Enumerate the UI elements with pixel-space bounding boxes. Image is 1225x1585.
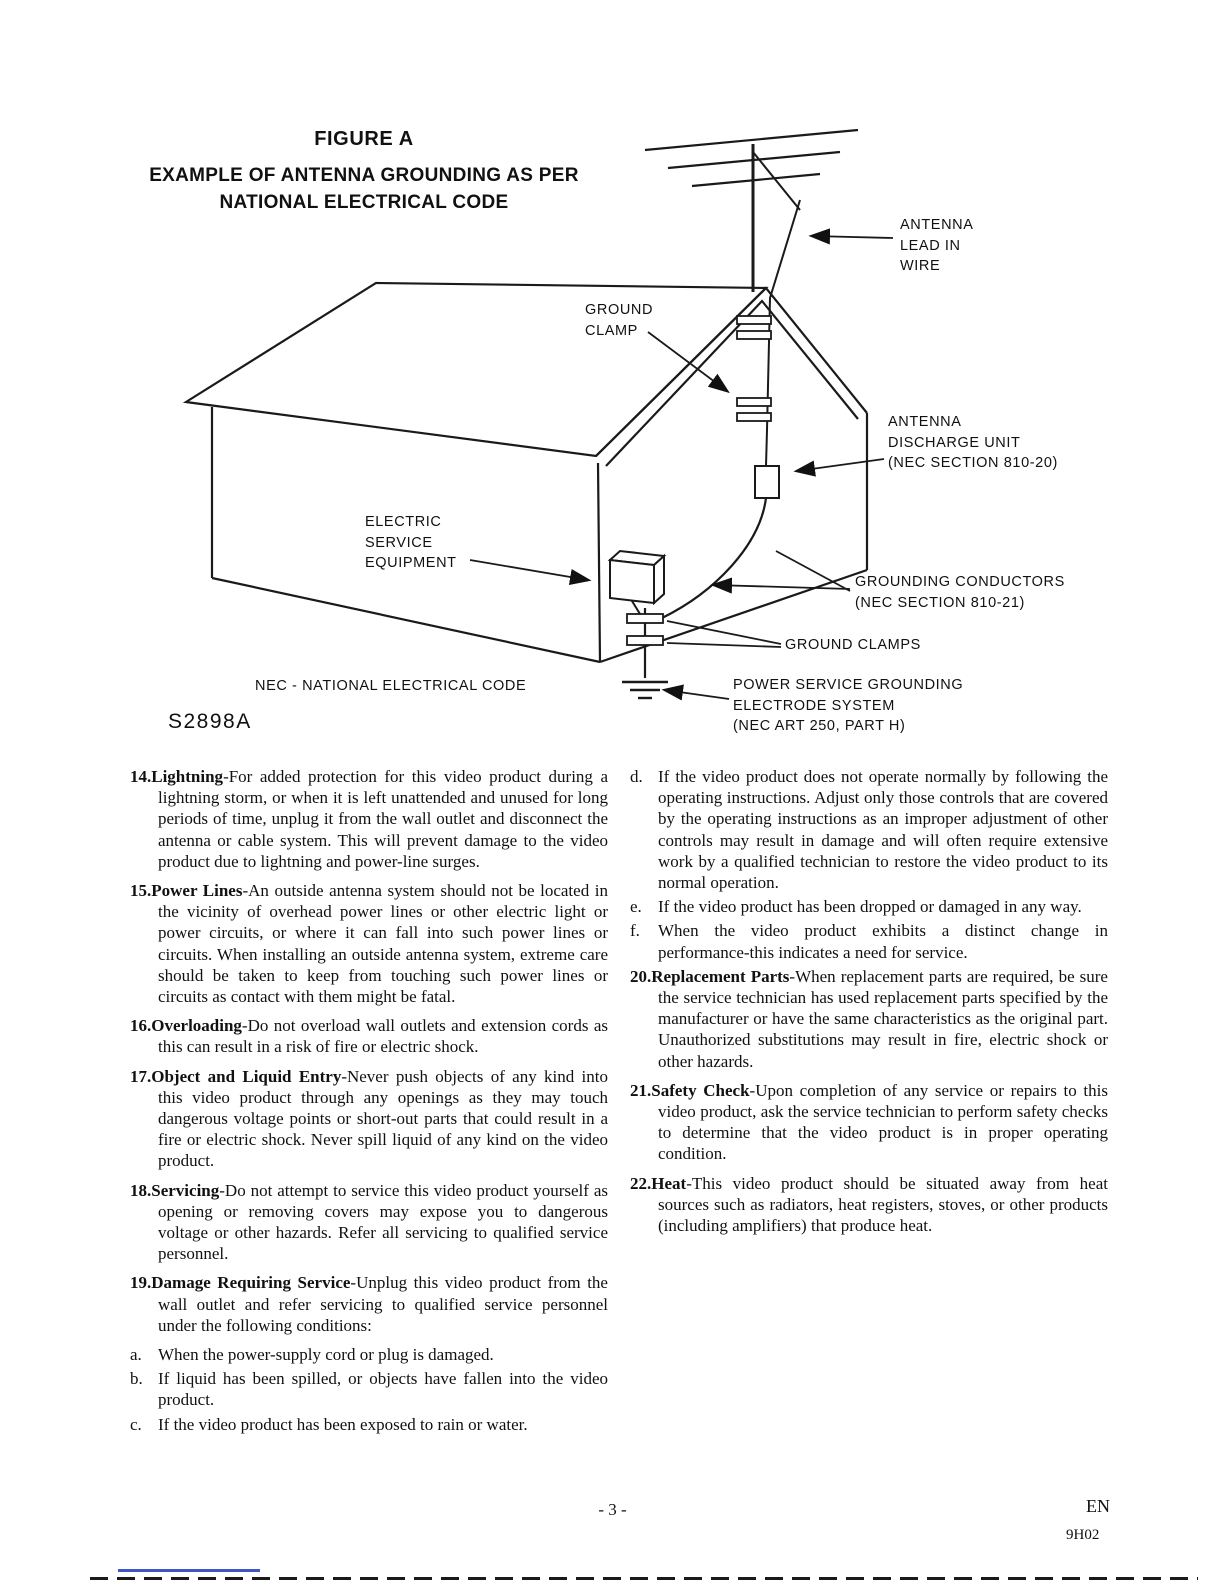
label-grounding-conductors: GROUNDING CONDUCTORS (NEC SECTION 810-21… (855, 574, 1065, 611)
instruction-lead: 17.Object and Liquid Entry (130, 1066, 342, 1086)
instruction-text: If the video product has been exposed to… (158, 1414, 528, 1434)
language-code: EN (1086, 1496, 1110, 1516)
instruction-15: 15.Power Lines-An outside antenna system… (130, 880, 608, 1007)
grounding-conductor (649, 497, 768, 623)
instruction-19c: c. If the video product has been exposed … (130, 1414, 608, 1435)
label-ground-clamp: GROUND CLAMP (585, 302, 654, 339)
instruction-text: -For added protection for this video pro… (158, 767, 608, 871)
antenna-discharge-unit-box (754, 465, 780, 499)
instruction-text: -Do not overload wall outlets and extens… (158, 1016, 608, 1057)
label-nec-note: NEC - NATIONAL ELECTRICAL CODE (255, 678, 527, 694)
scan-artifact-dashed-line (90, 1577, 1198, 1580)
label-antenna-discharge-unit: ANTENNA DISCHARGE UNIT (NEC SECTION 810-… (888, 414, 1058, 472)
figure-code: S2898A (168, 710, 252, 733)
instruction-lead: 21.Safety Check (630, 1080, 750, 1100)
instruction-19: 19.Damage Requiring Service-Unplug this … (130, 1272, 608, 1336)
instruction-text: When the video product exhibits a distin… (658, 921, 1108, 962)
label-antenna-lead-in: ANTENNA LEAD IN WIRE (900, 217, 974, 275)
instruction-text: -Do not attempt to service this video pr… (158, 1180, 608, 1264)
instruction-letter: b. (130, 1369, 143, 1389)
instruction-text: -Upon completion of any service or repai… (658, 1080, 1108, 1164)
instruction-16: 16.Overloading-Do not overload wall outl… (130, 1015, 608, 1057)
document-code: 9H02 (1066, 1527, 1100, 1543)
instruction-letter: e. (630, 897, 642, 917)
scan-artifact-blue-line (118, 1569, 260, 1572)
instruction-19e: e. If the video product has been dropped … (630, 896, 1108, 917)
instruction-letter: c. (130, 1414, 142, 1434)
house-outline (182, 281, 869, 664)
instruction-letter: d. (630, 767, 643, 786)
page-number: - 3 - (598, 1500, 627, 1519)
leader-arrows (469, 228, 894, 701)
figure-subtitle: EXAMPLE OF ANTENNA GROUNDING AS PER NATI… (149, 165, 579, 213)
ground-clamps-and-electrode (622, 608, 668, 700)
instruction-14: 14.Lightning-For added protection for th… (130, 766, 608, 872)
instruction-text: -An outside antenna system should not be… (158, 881, 608, 1007)
label-electric-service-equipment: ELECTRIC SERVICE EQUIPMENT (365, 514, 457, 572)
figure-title: FIGURE A (314, 128, 414, 150)
instruction-text: If the video product has been dropped or… (658, 897, 1082, 917)
label-power-service-grounding: POWER SERVICE GROUNDING ELECTRODE SYSTEM… (733, 677, 964, 735)
instruction-text: If liquid has been spilled, or objects h… (158, 1369, 608, 1410)
instruction-text: -When replacement parts are required, be… (658, 966, 1108, 1071)
instruction-lead: 20.Replacement Parts (630, 966, 790, 986)
antenna-mast (644, 128, 859, 467)
instruction-letter: a. (130, 1345, 142, 1365)
mast-clamps (736, 315, 772, 422)
instruction-17: 17.Object and Liquid Entry-Never push ob… (130, 1066, 608, 1172)
instruction-19a: a. When the power-supply cord or plug is … (130, 1344, 608, 1365)
instruction-lead: 14.Lightning (130, 767, 224, 786)
instruction-lead: 19.Damage Requiring Service (130, 1273, 351, 1293)
instructions-columns: 14.Lightning-For added protection for th… (130, 766, 1108, 1438)
electric-service-equipment-box (607, 549, 667, 615)
figure-title-block: FIGURE A EXAMPLE OF ANTENNA GROUNDING AS… (118, 128, 610, 216)
instruction-text: When the power-supply cord or plug is da… (158, 1345, 494, 1365)
instruction-text: -Never push objects of any kind into thi… (158, 1066, 608, 1171)
instruction-22: 22.Heat-This video product should be sit… (630, 1173, 1108, 1237)
instruction-letter: f. (630, 921, 640, 941)
instruction-20: 20.Replacement Parts-When replacement pa… (630, 966, 1108, 1072)
instruction-text: If the video product does not operate no… (658, 767, 1108, 893)
instructions-right-column: d. If the video product does not operate … (630, 766, 1108, 1438)
instruction-lead: 18.Servicing (130, 1180, 220, 1200)
instruction-19d: d. If the video product does not operate … (630, 766, 1108, 893)
instruction-19b: b. If liquid has been spilled, or objects… (130, 1368, 608, 1410)
instruction-text: -This video product should be situated a… (658, 1173, 1108, 1236)
instruction-lead: 22.Heat (630, 1173, 687, 1193)
instruction-21: 21.Safety Check-Upon completion of any s… (630, 1080, 1108, 1165)
instruction-text: -Unplug this video product from the wall… (158, 1273, 608, 1335)
label-ground-clamps: GROUND CLAMPS (785, 637, 921, 653)
instruction-19f: f. When the video product exhibits a dist… (630, 920, 1108, 962)
instruction-lead: 15.Power Lines (130, 881, 243, 901)
instructions-left-column: 14.Lightning-For added protection for th… (130, 766, 608, 1438)
instruction-lead: 16.Overloading (130, 1016, 242, 1036)
antenna-grounding-diagram (182, 128, 894, 701)
instruction-18: 18.Servicing-Do not attempt to service t… (130, 1180, 608, 1265)
antenna-lead-in-wire (765, 199, 801, 467)
